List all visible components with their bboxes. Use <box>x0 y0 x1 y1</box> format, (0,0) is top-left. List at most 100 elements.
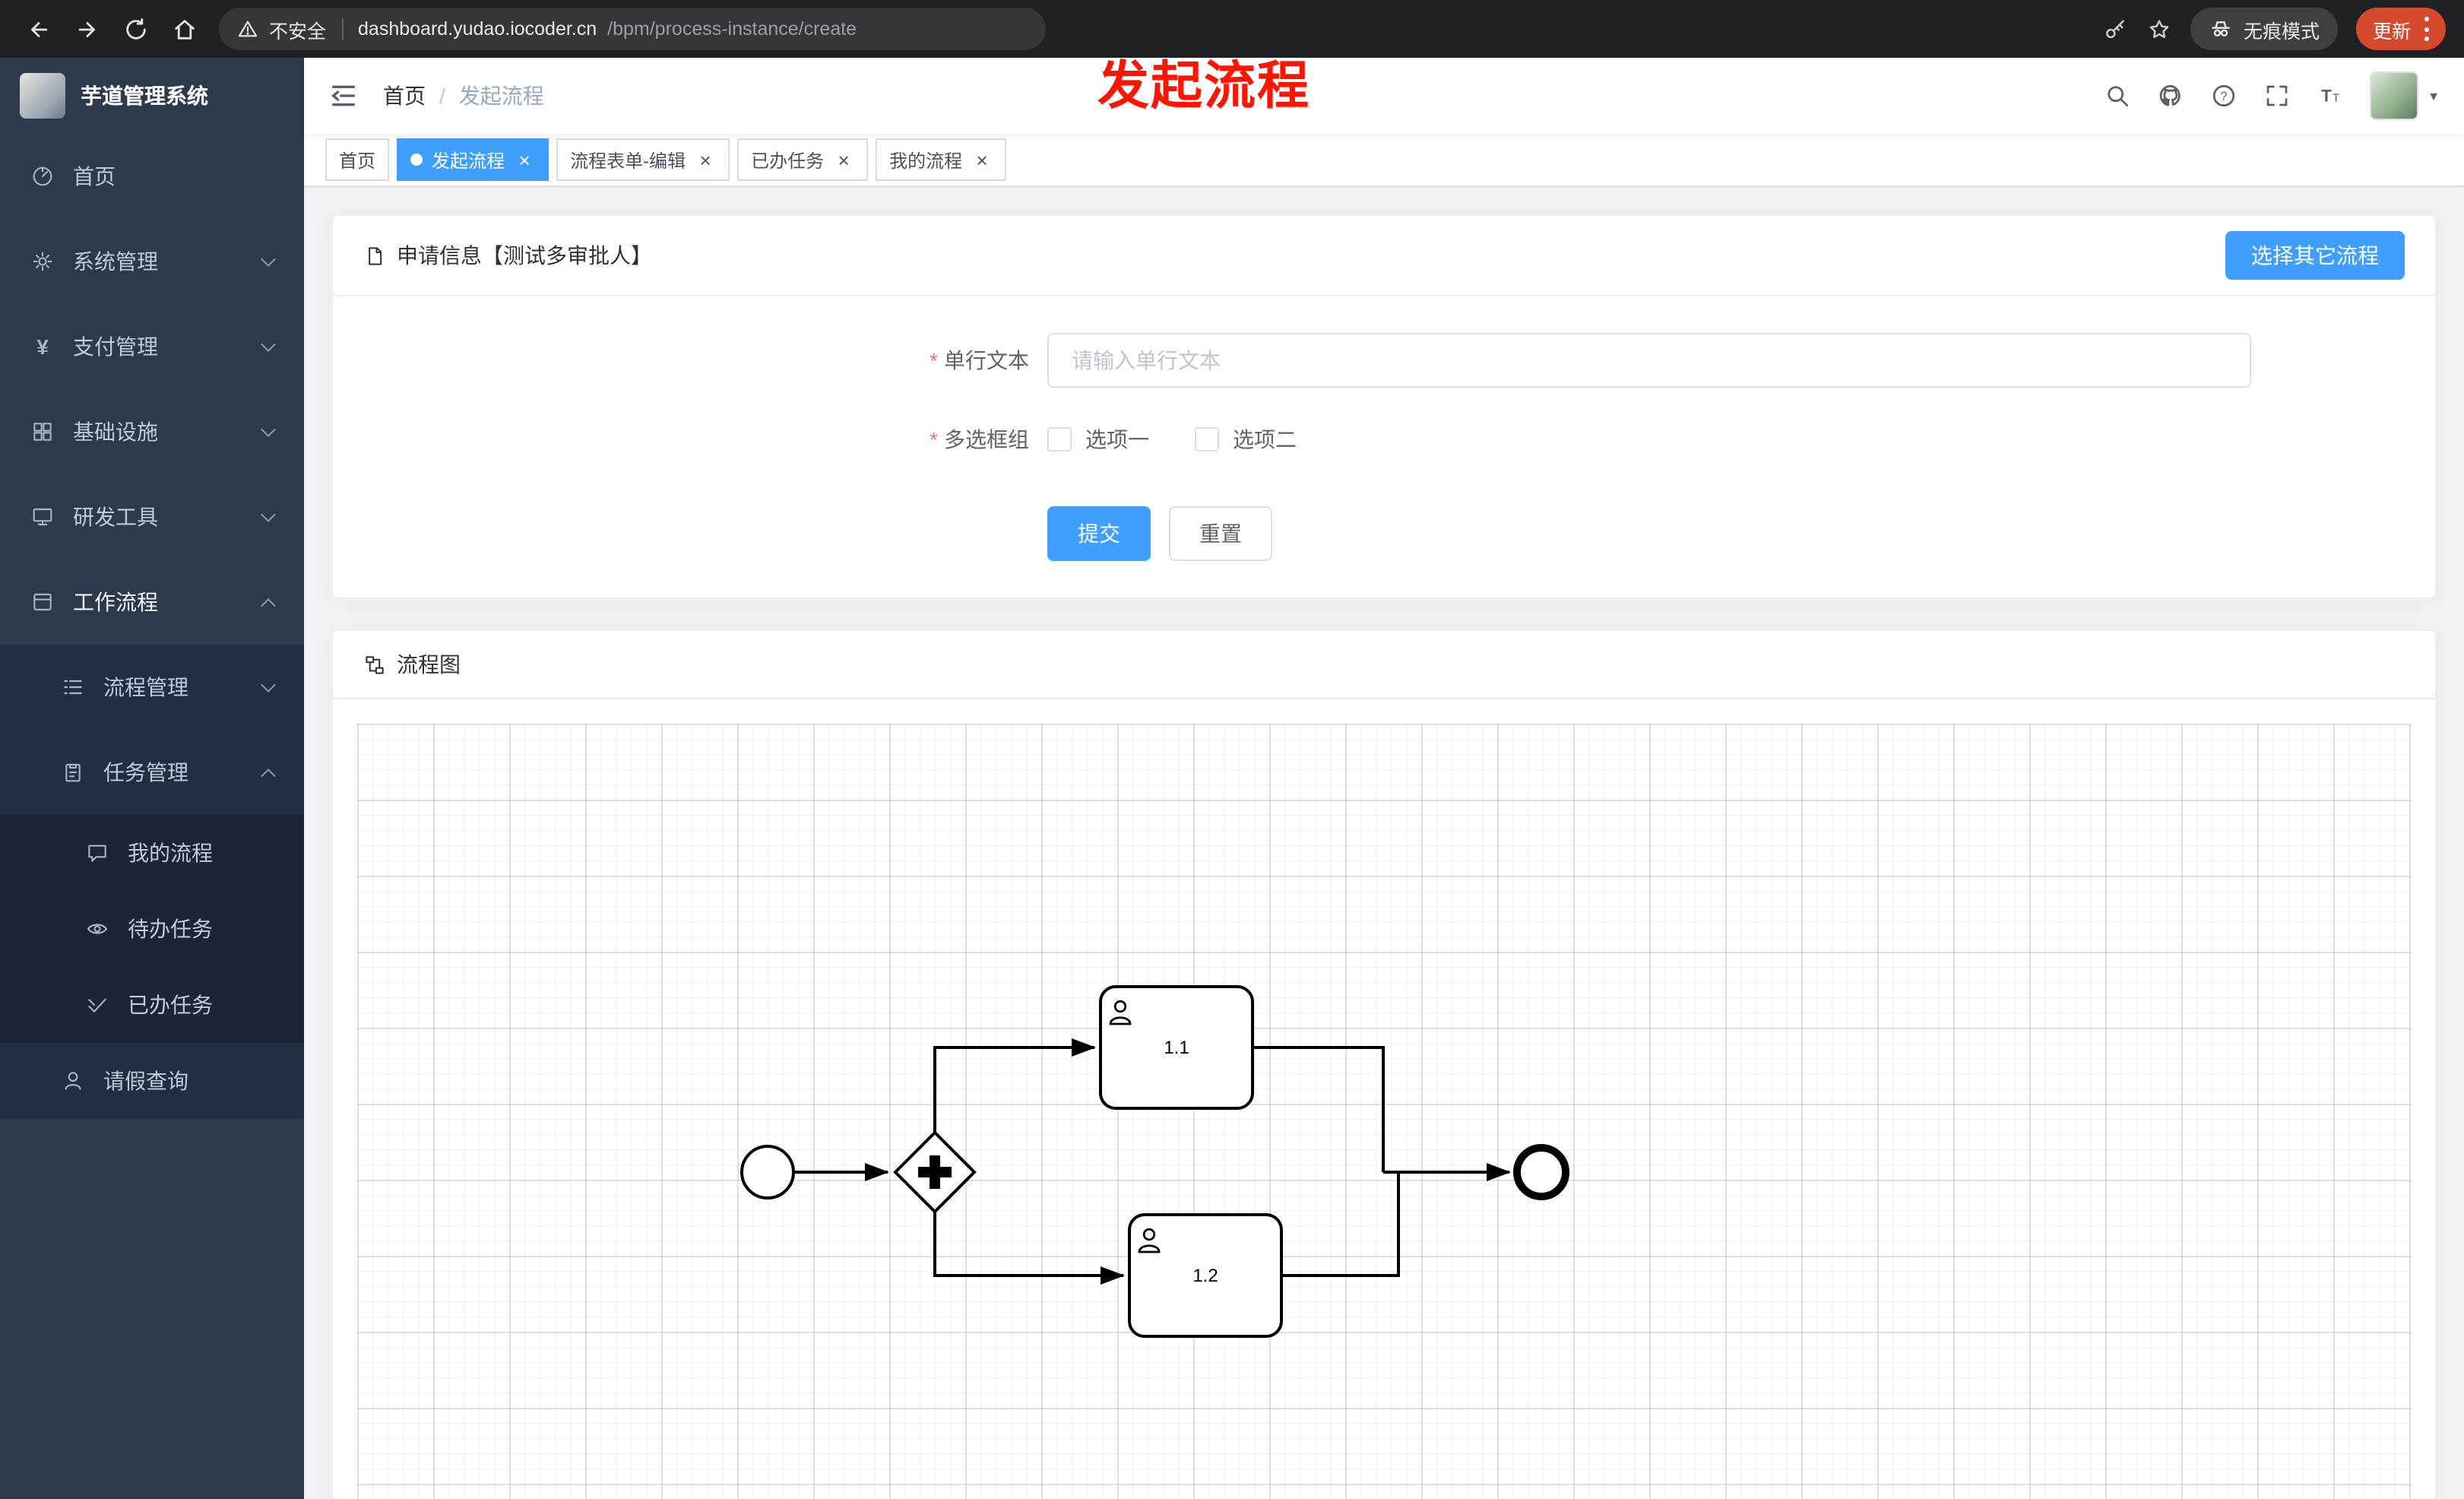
done-task-icon <box>85 993 109 1017</box>
tab-label: 流程表单-编辑 <box>570 150 686 171</box>
checkbox-box[interactable] <box>1047 427 1072 452</box>
flow-task1-to-join <box>1253 1046 1385 1172</box>
checkbox-label[interactable]: 选项一 <box>1085 427 1149 452</box>
sidebar-item-leave-query[interactable]: 请假查询 <box>0 1043 304 1119</box>
sidebar-item-process-mgmt[interactable]: 流程管理 <box>0 645 304 730</box>
help-icon[interactable]: ? <box>2210 82 2238 109</box>
address-bar[interactable]: 不安全 dashboard.yudao.iocoder.cn/bpm/proce… <box>219 8 1046 50</box>
chevron-down-icon <box>261 422 276 437</box>
breadcrumb-home[interactable]: 首页 <box>383 84 426 108</box>
sidebar-item-workflow[interactable]: 工作流程 <box>0 559 304 645</box>
bpmn-parallel-gateway[interactable] <box>893 1130 977 1214</box>
bookmark-star-icon[interactable] <box>2146 16 2172 42</box>
chevron-down-icon <box>261 677 276 692</box>
forward-icon[interactable] <box>67 9 106 49</box>
tab-close-icon[interactable]: × <box>518 148 530 171</box>
bpmn-end-event[interactable] <box>1513 1144 1569 1200</box>
bpmn-sequence-flows <box>793 1038 1511 1285</box>
main-area: 首页 / 发起流程 ? <box>304 58 2464 1499</box>
sidebar: 芋道管理系统 首页 系统管理 ¥ 支付管理 <box>0 58 304 1499</box>
tab-close-icon[interactable]: × <box>976 148 988 171</box>
tab-label: 发起流程 <box>432 150 505 171</box>
user-avatar <box>2370 71 2419 120</box>
sidebar-item-label: 系统管理 <box>73 249 158 274</box>
required-mark: * <box>930 427 938 452</box>
home-icon[interactable] <box>164 9 204 49</box>
search-icon[interactable] <box>2104 82 2131 109</box>
bpmn-start-event[interactable] <box>740 1145 795 1200</box>
tab-home[interactable]: 首页 <box>325 138 390 181</box>
svg-text:T: T <box>2321 87 2332 106</box>
github-icon[interactable] <box>2157 82 2184 109</box>
url-domain: dashboard.yudao.iocoder.cn <box>358 18 597 40</box>
sidebar-toggle-icon[interactable] <box>328 81 359 111</box>
caret-down-icon: ▼ <box>2428 89 2440 103</box>
flow-task2-to-join <box>1281 1172 1400 1277</box>
bpmn-user-task-1-2[interactable]: 1.2 <box>1128 1213 1283 1338</box>
browser-menu-icon[interactable] <box>2423 17 2429 41</box>
sidebar-item-label: 待办任务 <box>128 917 213 941</box>
browser-chrome: 不安全 dashboard.yudao.iocoder.cn/bpm/proce… <box>0 0 2464 58</box>
user-menu[interactable]: ▼ <box>2370 71 2440 120</box>
tab-close-icon[interactable]: × <box>699 148 711 171</box>
choose-other-process-button[interactable]: 选择其它流程 <box>2225 231 2405 280</box>
reset-button[interactable]: 重置 <box>1169 506 1272 561</box>
top-navbar: 首页 / 发起流程 ? <box>304 58 2464 134</box>
password-key-icon[interactable] <box>2102 16 2128 42</box>
process-diagram-body: 1.1 1.2 <box>333 699 2435 1499</box>
bpmn-user-task-1-1[interactable]: 1.1 <box>1099 985 1254 1110</box>
breadcrumb-separator: / <box>439 84 445 108</box>
fullscreen-icon[interactable] <box>2263 82 2291 109</box>
tab-done-task[interactable]: 已办任务 × <box>737 138 869 181</box>
checkbox-option-2[interactable]: 选项二 <box>1195 424 1297 455</box>
checkbox-group-label: *多选框组 <box>930 427 1029 452</box>
logo-avatar <box>20 73 65 119</box>
sidebar-item-label: 流程管理 <box>103 675 188 699</box>
breadcrumb-current: 发起流程 <box>458 84 544 108</box>
flow-gateway-to-task2 <box>933 1212 1125 1285</box>
sidebar-item-devtools[interactable]: 研发工具 <box>0 474 304 559</box>
sidebar-item-label: 基础设施 <box>73 420 158 444</box>
sidebar-item-done-task[interactable]: 已办任务 <box>0 967 304 1043</box>
submit-button[interactable]: 提交 <box>1047 506 1151 561</box>
checkbox-option-1[interactable]: 选项一 <box>1047 424 1149 455</box>
flow-gateway-to-task1 <box>933 1038 1096 1133</box>
bpmn-canvas[interactable]: 1.1 1.2 <box>357 724 2411 1499</box>
browser-actions: 无痕模式 更新 <box>2102 8 2446 50</box>
gear-icon <box>30 249 55 274</box>
plus-icon <box>930 1155 940 1189</box>
reload-icon[interactable] <box>116 9 155 49</box>
sidebar-item-my-process[interactable]: 我的流程 <box>0 815 304 891</box>
address-divider <box>341 18 344 40</box>
sidebar-item-infra[interactable]: 基础设施 <box>0 389 304 474</box>
single-line-text-input[interactable] <box>1047 333 2251 388</box>
sidebar-item-label: 支付管理 <box>73 334 158 359</box>
chevron-down-icon <box>261 337 276 352</box>
incognito-badge: 无痕模式 <box>2190 8 2338 50</box>
chat-bubble-icon <box>85 841 109 865</box>
svg-text:T: T <box>2333 92 2339 105</box>
tab-my-process[interactable]: 我的流程 × <box>876 138 1007 181</box>
clipboard-icon <box>61 760 85 784</box>
app-logo[interactable]: 芋道管理系统 <box>0 58 304 134</box>
tags-view-bar: 首页 发起流程 × 流程表单-编辑 × 已办任务 × 我的流程 × <box>304 134 2464 187</box>
dashboard-icon <box>30 164 55 189</box>
task-label: 1.2 <box>1192 1266 1218 1286</box>
checkbox-label[interactable]: 选项二 <box>1233 427 1297 452</box>
checkbox-box[interactable] <box>1195 427 1219 452</box>
sidebar-item-system[interactable]: 系统管理 <box>0 219 304 304</box>
sidebar-item-task-mgmt[interactable]: 任务管理 <box>0 730 304 815</box>
browser-update-button[interactable]: 更新 <box>2355 8 2446 50</box>
tab-close-icon[interactable]: × <box>838 148 850 171</box>
sidebar-item-payment[interactable]: ¥ 支付管理 <box>0 304 304 389</box>
tab-initiate-process[interactable]: 发起流程 × <box>397 138 549 181</box>
back-icon[interactable] <box>18 9 58 49</box>
tab-label: 首页 <box>339 150 376 171</box>
sidebar-item-home[interactable]: 首页 <box>0 134 304 219</box>
process-diagram-header: 流程图 <box>333 631 2435 699</box>
grid-icon <box>30 420 55 444</box>
tab-process-form-edit[interactable]: 流程表单-编辑 × <box>556 138 730 181</box>
sidebar-item-todo-task[interactable]: 待办任务 <box>0 891 304 967</box>
